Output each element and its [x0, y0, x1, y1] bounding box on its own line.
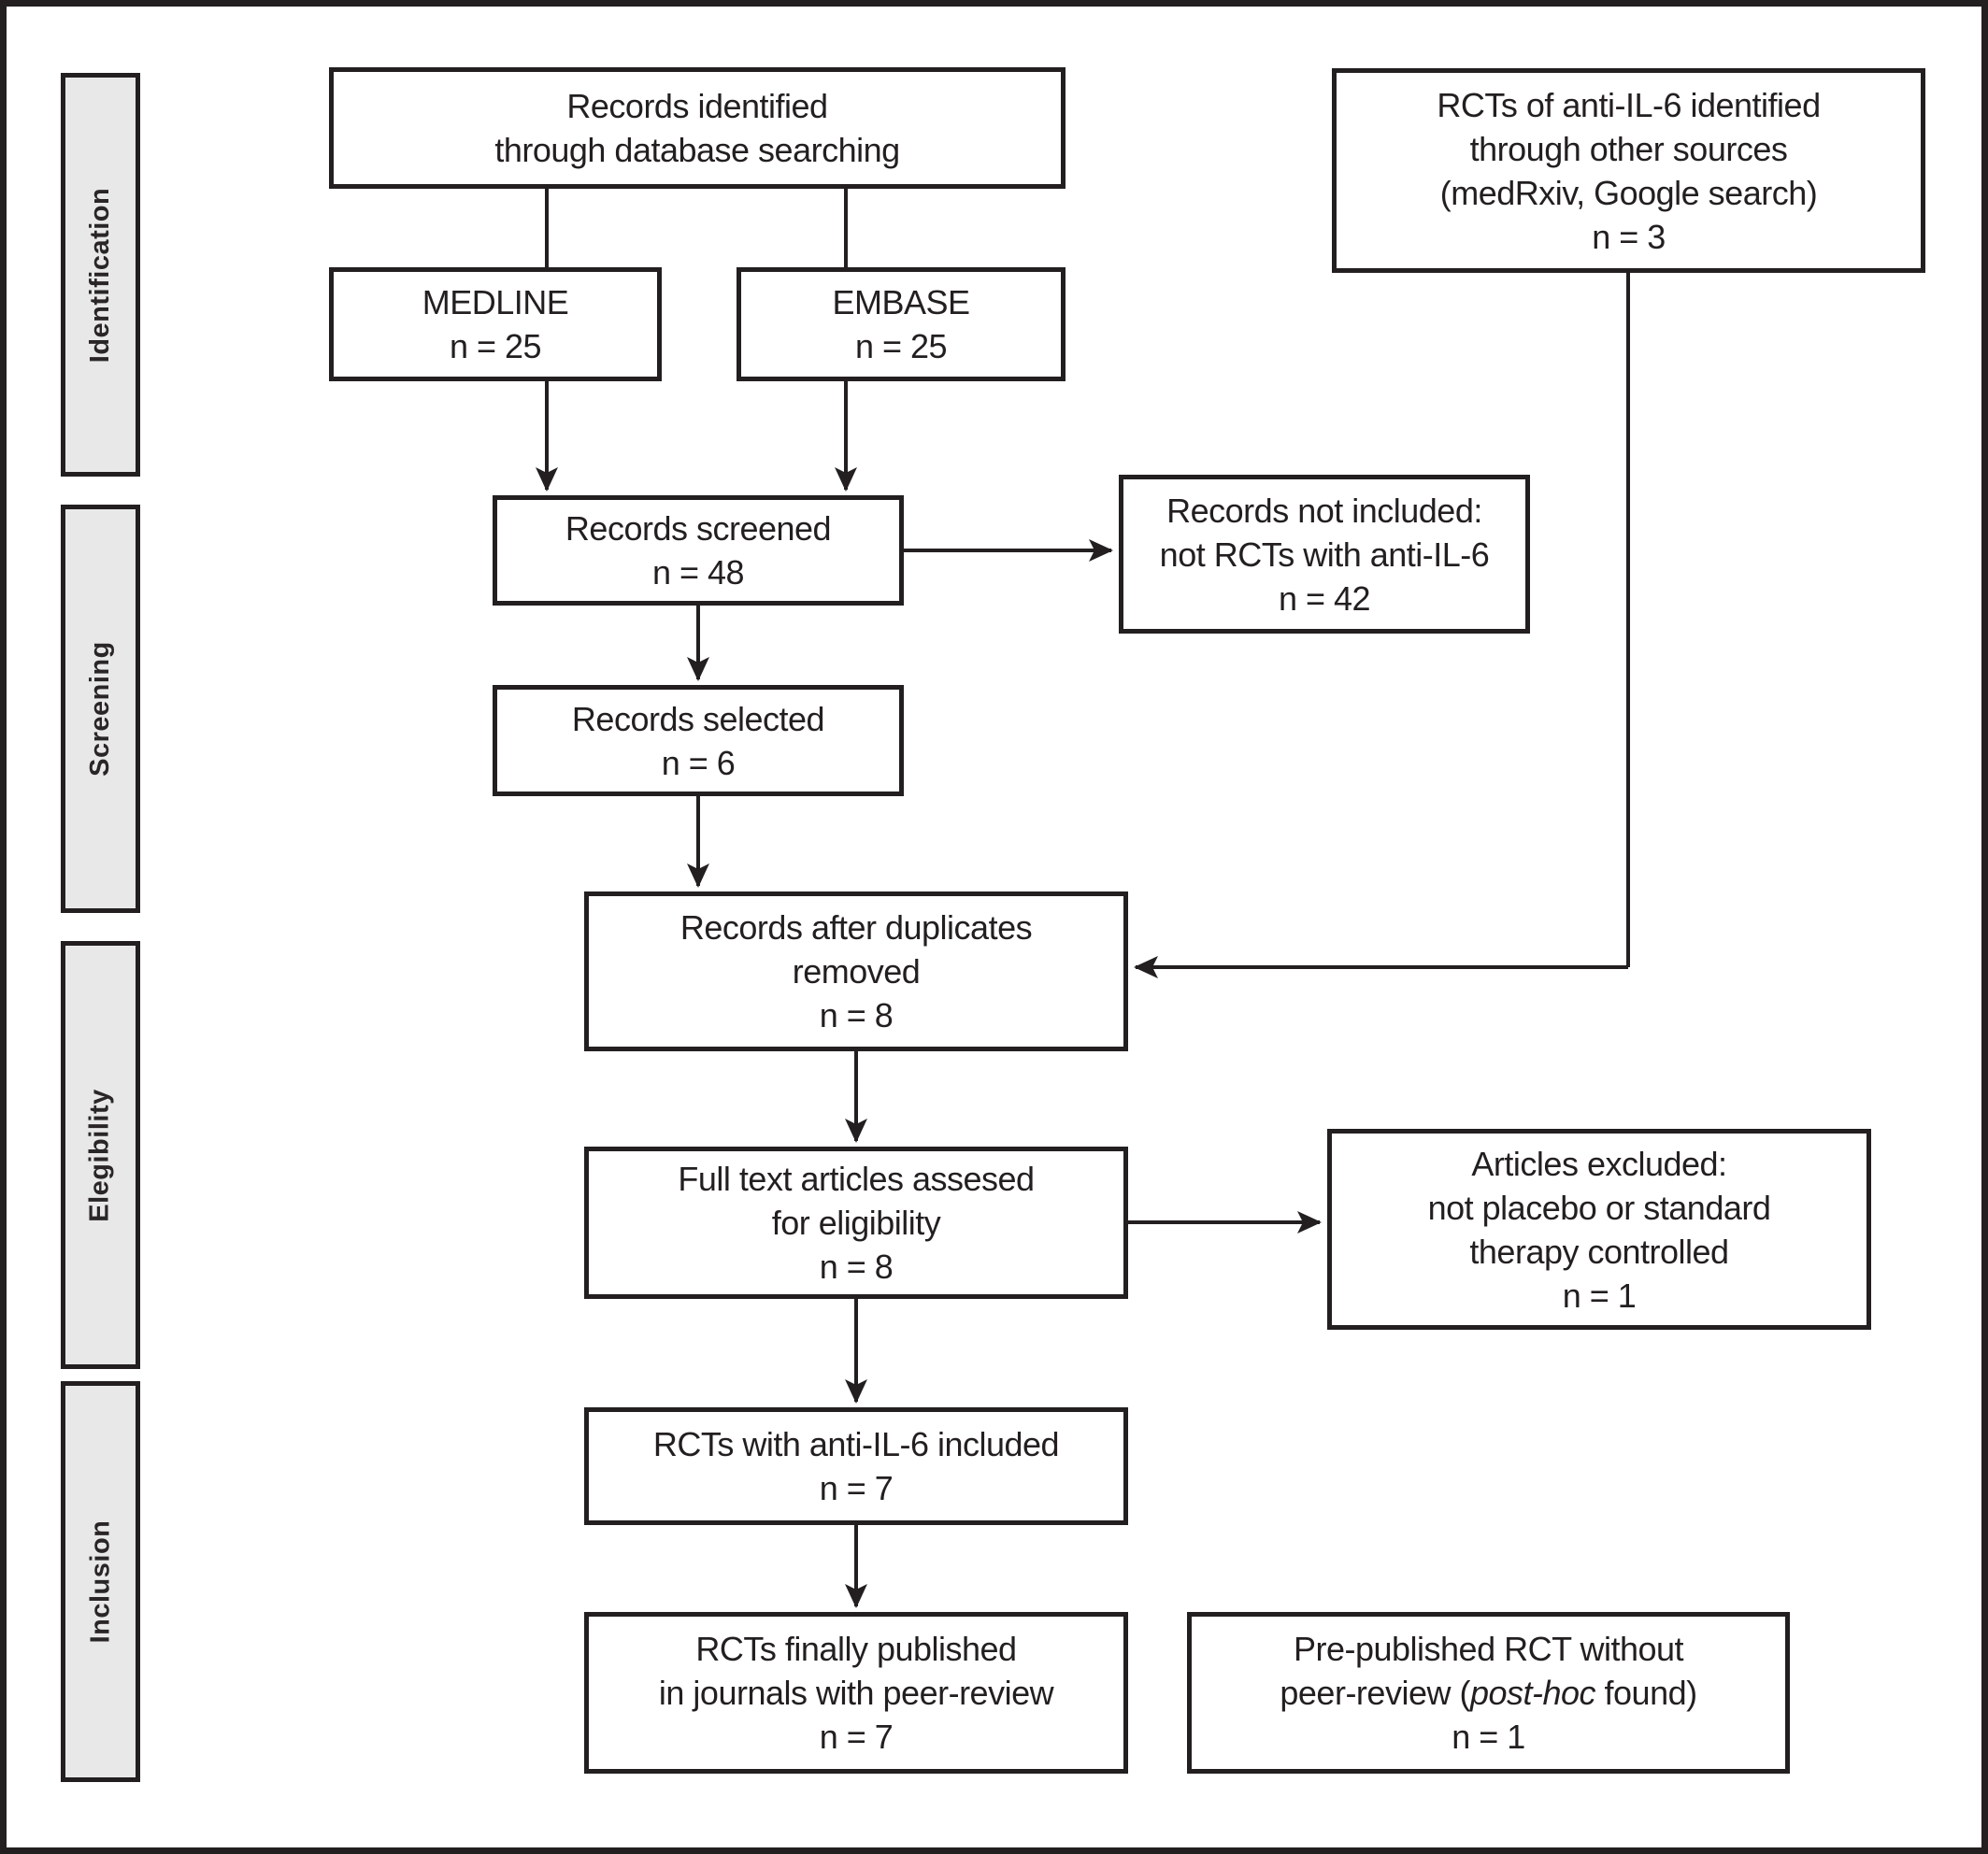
box-rcts-published: RCTs finally published in journals with … — [584, 1612, 1128, 1774]
box-records-not-included: Records not included: not RCTs with anti… — [1119, 475, 1530, 634]
box-text-line: RCTs finally published — [695, 1630, 1017, 1668]
stage-elegibility: Elegibility — [61, 941, 140, 1369]
box-text-line: in journals with peer-review — [658, 1674, 1054, 1712]
box-rcts-included: RCTs with anti-IL-6 included n = 7 — [584, 1407, 1128, 1525]
box-text-line: Articles excluded: — [1471, 1144, 1727, 1183]
box-text-line: n = 8 — [819, 996, 894, 1034]
stage-label: Screening — [85, 641, 115, 777]
box-text-line: n = 7 — [819, 1718, 894, 1756]
box-embase: EMBASE n = 25 — [737, 267, 1066, 381]
box-text-italic-segment: post-hoc — [1469, 1674, 1596, 1712]
box-articles-excluded: Articles excluded: not placebo or standa… — [1327, 1129, 1871, 1330]
box-text-line: for eligibility — [771, 1204, 941, 1242]
box-text-line: n = 8 — [819, 1248, 894, 1286]
box-text-line: RCTs of anti-IL-6 identified — [1437, 85, 1821, 124]
stage-screening: Screening — [61, 505, 140, 913]
box-text-line: through other sources — [1469, 129, 1788, 168]
box-text-line: Records identified — [566, 87, 828, 125]
box-other-sources: RCTs of anti-IL-6 identified through oth… — [1332, 68, 1925, 273]
stage-label: Inclusion — [85, 1519, 116, 1644]
box-full-text-assessed: Full text articles assesed for eligibili… — [584, 1147, 1128, 1299]
box-text-line: n = 7 — [819, 1469, 894, 1507]
box-text-line: Pre-published RCT without — [1293, 1630, 1684, 1668]
stage-label: Identification — [85, 187, 116, 363]
box-text-line: Records screened — [565, 509, 832, 548]
box-text-line: n = 6 — [661, 743, 736, 782]
box-text-line: Full text articles assesed — [678, 1160, 1035, 1198]
box-text-line: n = 42 — [1278, 578, 1371, 618]
box-text-line: Records selected — [571, 699, 825, 738]
box-text-line: n = 25 — [449, 327, 542, 365]
box-text-segment: found) — [1595, 1674, 1698, 1712]
box-text-line: n = 1 — [1452, 1718, 1525, 1756]
box-text-line: n = 3 — [1592, 217, 1666, 256]
stage-inclusion: Inclusion — [61, 1381, 140, 1782]
box-records-screened: Records screened n = 48 — [493, 495, 904, 606]
box-text-line: peer-review (post-hoc found) — [1280, 1671, 1698, 1715]
box-text-line: not placebo or standard — [1427, 1188, 1771, 1227]
box-text-line: through database searching — [494, 131, 900, 169]
box-medline: MEDLINE n = 25 — [329, 267, 662, 381]
box-text-line: Records not included: — [1166, 491, 1482, 530]
box-records-identified: Records identified through database sear… — [329, 67, 1066, 189]
box-text-line: therapy controlled — [1469, 1232, 1729, 1271]
box-text-line: Records after duplicates — [679, 908, 1033, 947]
box-records-after-duplicates: Records after duplicates removed n = 8 — [584, 891, 1128, 1051]
box-prepublished: Pre-published RCT without peer-review (p… — [1187, 1612, 1790, 1774]
stage-label: Elegibility — [85, 1088, 116, 1222]
box-text-line: removed — [792, 952, 921, 991]
box-text-line: n = 1 — [1562, 1276, 1637, 1315]
box-records-selected: Records selected n = 6 — [493, 685, 904, 796]
stage-identification: Identification — [61, 73, 140, 477]
box-text-segment: peer-review ( — [1280, 1674, 1470, 1712]
box-text-line: n = 48 — [651, 553, 745, 592]
box-text-line: MEDLINE — [422, 283, 569, 321]
box-text-line: not RCTs with anti-IL-6 — [1159, 535, 1490, 574]
box-text-line: (medRxiv, Google search) — [1439, 173, 1818, 212]
box-text-line: RCTs with anti-IL-6 included — [652, 1425, 1060, 1463]
box-text-line: EMBASE — [832, 283, 970, 321]
box-text-line: n = 25 — [854, 327, 948, 365]
